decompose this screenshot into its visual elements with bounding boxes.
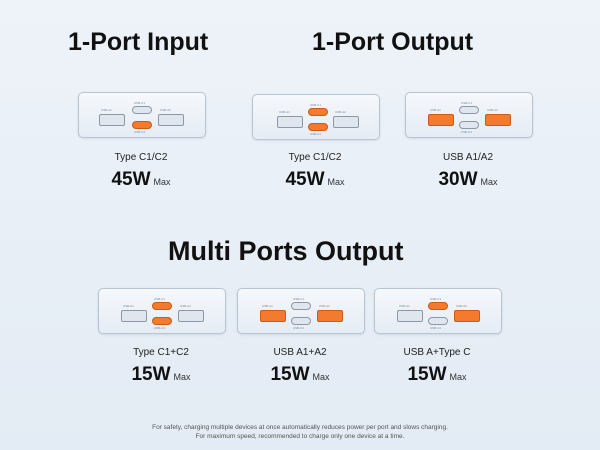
usb-a1-port — [277, 116, 303, 128]
power-bank-diagram-input: USB-A1 USB-C1 USB-C2 USB-A2 — [78, 92, 206, 138]
panel-caption: Type C1/C2 — [288, 152, 342, 163]
port-label-c1: USB-C1 — [430, 297, 442, 301]
port-label-a1: USB-A1 — [101, 108, 112, 112]
wattage-value: 15W — [407, 364, 447, 385]
usb-c1-port — [308, 108, 328, 116]
safety-footnote: For safety, charging multiple devices at… — [0, 424, 600, 441]
wattage-value: 15W — [131, 364, 171, 385]
port-label-c1: USB-C1 — [293, 297, 305, 301]
panel-caption: USB A1+A2 — [273, 347, 327, 358]
wattage-value: 15W — [270, 364, 310, 385]
power-bank-diagram-output-c: USB-A1 USB-C1 USB-C2 USB-A2 — [252, 94, 380, 140]
usb-a2-port — [317, 310, 343, 322]
multi-port-output-heading: Multi Ports Output — [168, 236, 404, 266]
single-port-output-heading: 1-Port Output — [312, 28, 474, 56]
port-label-a1: USB-A1 — [123, 304, 134, 308]
port-label-a2: USB-A2 — [180, 304, 191, 308]
port-label-c1: USB-C1 — [310, 103, 322, 107]
power-bank-diagram-multi-a: USB-A1 USB-C1 USB-C2 USB-A2 — [237, 288, 365, 334]
port-label-c2: USB-C2 — [293, 326, 305, 330]
port-label-c2: USB-C2 — [154, 326, 166, 330]
usb-a2-port — [178, 310, 204, 322]
wattage-unit: Max — [449, 372, 467, 382]
usb-c1-port — [152, 302, 172, 310]
wattage-value: 45W — [111, 169, 151, 190]
usb-a1-port — [260, 310, 286, 322]
power-bank-diagram-multi-mixed: USB-A1 USB-C1 USB-C2 USB-A2 — [374, 288, 502, 334]
port-label-c2: USB-C2 — [134, 130, 146, 134]
usb-a2-port — [485, 114, 511, 126]
usb-c2-port — [308, 123, 328, 131]
usb-a2-port — [454, 310, 480, 322]
usb-a1-port — [428, 114, 454, 126]
panel-caption: USB A1/A2 — [442, 152, 494, 163]
usb-a1-port — [397, 310, 423, 322]
usb-c1-port — [291, 302, 311, 310]
port-label-a2: USB-A2 — [160, 108, 171, 112]
footnote-line-2: For maximum speed, recommended to charge… — [195, 432, 405, 440]
port-label-a2: USB-A2 — [335, 110, 346, 114]
port-label-c2: USB-C2 — [461, 130, 473, 134]
port-label-a2: USB-A2 — [456, 304, 467, 308]
port-label-a1: USB-A1 — [399, 304, 410, 308]
port-label-a2: USB-A2 — [319, 304, 330, 308]
wattage-unit: Max — [312, 372, 330, 382]
power-bank-diagram-multi-c: USB-A1 USB-C1 USB-C2 USB-A2 — [98, 288, 226, 334]
port-label-a1: USB-A1 — [430, 108, 441, 112]
usb-a2-port — [333, 116, 359, 128]
wattage-unit: Max — [153, 177, 171, 187]
panel-caption: Type C1/C2 — [114, 152, 168, 163]
usb-c1-port — [428, 302, 448, 310]
panel-caption: Type C1+C2 — [133, 347, 189, 358]
usb-c2-port — [459, 121, 479, 129]
port-label-c2: USB-C2 — [310, 132, 322, 136]
port-label-a1: USB-A1 — [279, 110, 290, 114]
usb-c1-port — [459, 106, 479, 114]
port-label-c1: USB-C1 — [134, 101, 146, 105]
footnote-line-1: For safety, charging multiple devices at… — [152, 424, 448, 431]
usb-a1-port — [121, 310, 147, 322]
panel-caption: USB A+Type C — [403, 347, 471, 358]
port-label-c1: USB-C1 — [461, 101, 473, 105]
usb-a1-port — [99, 114, 125, 126]
wattage-value: 30W — [438, 169, 478, 190]
port-label-a2: USB-A2 — [487, 108, 498, 112]
port-label-c1: USB-C1 — [154, 297, 166, 301]
usb-c1-port — [132, 106, 152, 114]
port-label-a1: USB-A1 — [262, 304, 273, 308]
single-port-input-heading: 1-Port Input — [68, 28, 209, 56]
wattage-unit: Max — [327, 177, 345, 187]
usb-c2-port — [291, 317, 311, 325]
usb-c2-port — [132, 121, 152, 129]
wattage-unit: Max — [173, 372, 191, 382]
wattage-unit: Max — [480, 177, 498, 187]
usb-a2-port — [158, 114, 184, 126]
power-bank-diagram-output-a: USB-A1 USB-C1 USB-C2 USB-A2 — [405, 92, 533, 138]
usb-c2-port — [428, 317, 448, 325]
port-label-c2: USB-C2 — [430, 326, 442, 330]
usb-c2-port — [152, 317, 172, 325]
wattage-value: 45W — [285, 169, 325, 190]
